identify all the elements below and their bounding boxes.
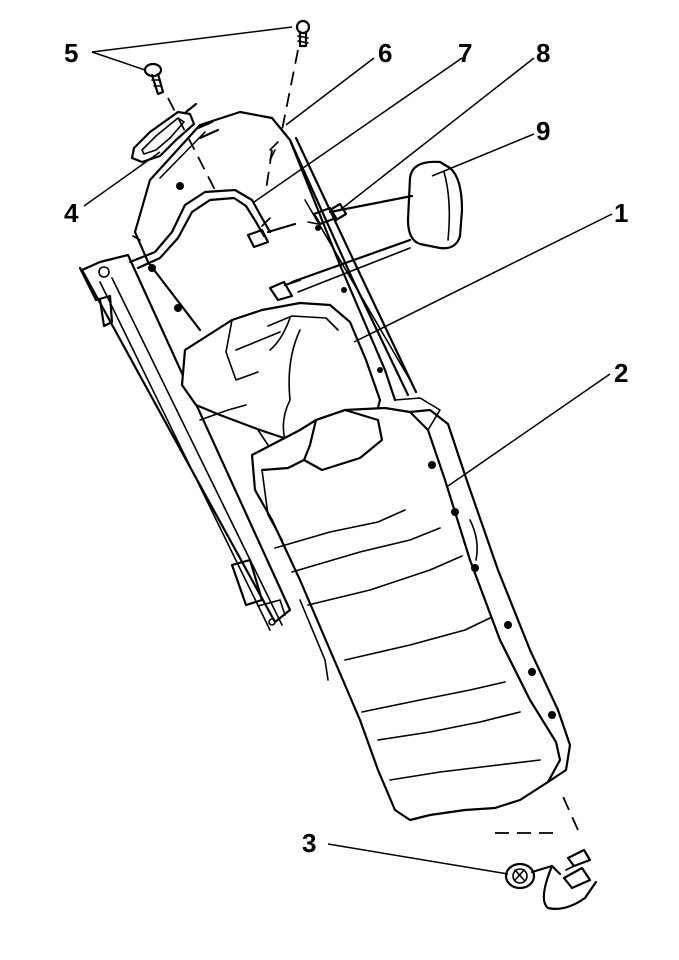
callout-9: 9 [536, 116, 550, 146]
headrest-guides [246, 217, 302, 302]
trim-clip [130, 102, 198, 164]
callout-1: 1 [614, 198, 628, 228]
headrest [290, 160, 464, 293]
leader-lines [83, 26, 613, 875]
assembly-dashed-lines [167, 49, 579, 834]
seat-harness-connector [504, 848, 598, 910]
leader-7 [253, 57, 463, 203]
callout-6: 6 [378, 38, 392, 68]
callout-8: 8 [536, 38, 550, 68]
callout-5: 5 [64, 38, 78, 68]
callout-4: 4 [64, 198, 79, 228]
leader-2 [447, 373, 611, 487]
callout-3: 3 [302, 828, 316, 858]
screw-lower [143, 62, 165, 96]
guide-insert [307, 202, 348, 226]
leader-5a [91, 26, 293, 53]
callout-labels: 5 6 7 8 9 4 1 2 3 [64, 38, 628, 858]
leader-4 [83, 151, 161, 207]
leader-8 [339, 57, 535, 211]
leader-3 [327, 843, 509, 875]
callout-7: 7 [458, 38, 472, 68]
leader-9 [431, 133, 535, 177]
screw-upper [295, 19, 311, 48]
callout-2: 2 [614, 358, 628, 388]
leader-5b [91, 51, 146, 71]
leader-6 [285, 57, 375, 126]
headrest-wire-frame [128, 188, 272, 270]
seat-back-cushion [250, 397, 572, 822]
leader-1 [353, 213, 613, 343]
